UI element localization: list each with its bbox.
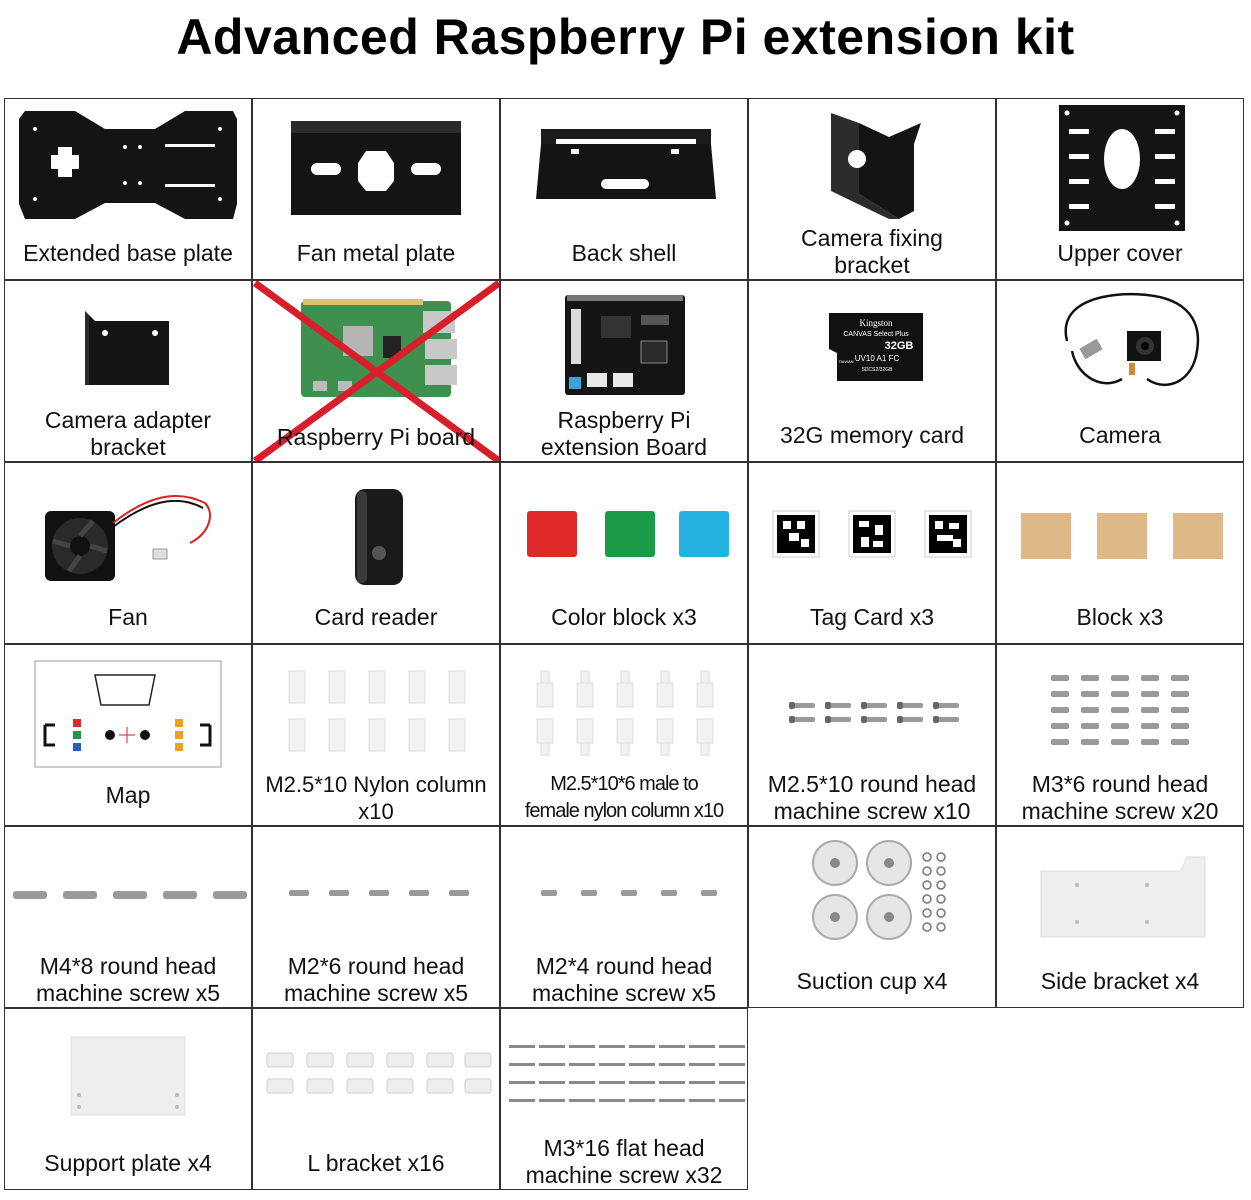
part-label: Camera adapter bracket (44, 407, 212, 460)
card-reader-icon (355, 489, 403, 585)
part-flat-screw: M3*16 flat head machine screw x32 (500, 1008, 748, 1190)
screw-icon (289, 890, 469, 896)
part-back-shell: Back shell (500, 98, 748, 280)
card-capacity: 32GB (885, 340, 914, 352)
part-tag-card: Tag Card x3 (748, 462, 996, 644)
screw-icon (541, 890, 717, 896)
screw-icon (789, 702, 959, 723)
part-support-plate: Support plate x4 (4, 1008, 252, 1190)
part-label: M2.5*10 Nylon column x10 (265, 772, 487, 824)
card-speed: UV10 A1 FC (855, 354, 900, 363)
flat-screw-icon (509, 1045, 745, 1102)
part-m4-screw: M4*8 round head machine screw x5 (4, 826, 252, 1008)
part-label: Suction cup x4 (796, 968, 948, 994)
part-label: M2*4 round head machine screw x5 (531, 953, 717, 1006)
map-icon (34, 660, 222, 768)
part-label: Upper cover (1057, 240, 1183, 266)
extension-board-icon (565, 295, 685, 395)
part-m2x4-screw: M2*4 round head machine screw x5 (500, 826, 748, 1008)
back-shell-icon (536, 129, 716, 199)
part-label: Map (105, 782, 151, 808)
part-label: L bracket x16 (307, 1150, 445, 1176)
part-label: M2.5*10 round head machine screw x10 (767, 771, 977, 824)
part-camera-adapter-bracket: Camera adapter bracket (4, 280, 252, 462)
camera-icon (1064, 292, 1200, 387)
part-label: Back shell (571, 240, 677, 266)
side-bracket-icon (1040, 856, 1206, 938)
nylon-column-icon (288, 670, 466, 752)
part-label: Block x3 (1076, 604, 1164, 630)
page-title: Advanced Raspberry Pi extension kit (176, 9, 1075, 65)
part-suction-cup: Suction cup x4 (748, 826, 996, 1008)
part-memory-card: Kingston CANVAS Select Plus 32GB UV10 A1… (748, 280, 996, 462)
tag-card-icon (772, 510, 972, 558)
part-label: M2.5*10*6 male to female nylon column x1… (524, 773, 724, 822)
raspberry-pi-board-icon (253, 281, 499, 461)
part-label: M3*16 flat head machine screw x32 (525, 1135, 723, 1188)
part-card-reader: Card reader (252, 462, 500, 644)
card-brand: Kingston (859, 318, 893, 328)
adapter-bracket-icon (85, 311, 169, 385)
part-m25-screw: M2.5*10 round head machine screw x10 (748, 644, 996, 826)
part-label: M4*8 round head machine screw x5 (35, 953, 221, 1006)
part-label: M3*6 round head machine screw x20 (1021, 771, 1219, 824)
camera-bracket-icon (831, 113, 921, 219)
part-fan-metal-plate: Fan metal plate (252, 98, 500, 280)
part-label: Fan (108, 604, 148, 630)
card-origin: TAIWAN (838, 359, 853, 364)
part-m3-screw: M3*6 round head machine screw x20 (996, 644, 1244, 826)
base-plate-icon (19, 111, 237, 219)
screw-icon (13, 891, 247, 899)
part-nylon-column: M2.5*10 Nylon column x10 (252, 644, 500, 826)
part-label: Card reader (314, 604, 438, 630)
part-label: Raspberry Pi extension Board (540, 407, 708, 460)
part-raspberry-pi-extension-board: Raspberry Pi extension Board (500, 280, 748, 462)
parts-grid: Extended base plate Fan metal plate Back… (4, 98, 1246, 1190)
part-fan: Fan (4, 462, 252, 644)
part-camera: Camera (996, 280, 1244, 462)
part-raspberry-pi-board: Raspberry Pi board (252, 280, 500, 462)
l-bracket-icon (266, 1052, 492, 1094)
part-label: Fan metal plate (296, 240, 456, 266)
part-extended-base-plate: Extended base plate (4, 98, 252, 280)
memory-card-icon: Kingston CANVAS Select Plus 32GB UV10 A1… (829, 313, 923, 381)
part-color-block: Color block x3 (500, 462, 748, 644)
part-label: Side bracket x4 (1040, 968, 1200, 994)
part-label: Color block x3 (551, 604, 697, 630)
part-label: Camera (1079, 422, 1161, 448)
screw-icon (1051, 675, 1189, 745)
part-label: Support plate x4 (44, 1150, 212, 1176)
male-female-column-icon (536, 670, 714, 756)
fan-plate-icon (291, 121, 461, 215)
part-map: Map (4, 644, 252, 826)
color-block-icon (527, 511, 729, 557)
part-label: 32G memory card (779, 422, 965, 448)
part-side-bracket: Side bracket x4 (996, 826, 1244, 1008)
support-plate-icon (70, 1036, 186, 1116)
part-label: Extended base plate (23, 240, 233, 266)
part-label: Camera fixing bracket (801, 225, 943, 278)
part-l-bracket: L bracket x16 (252, 1008, 500, 1190)
suction-cup-icon (812, 840, 946, 940)
part-m2x6-screw: M2*6 round head machine screw x5 (252, 826, 500, 1008)
card-sku: SDCS2/32GB (862, 367, 894, 373)
part-male-female-column: M2.5*10*6 male to female nylon column x1… (500, 644, 748, 826)
block-icon (1021, 513, 1223, 559)
card-model: CANVAS Select Plus (843, 331, 909, 338)
fan-icon (45, 495, 211, 581)
upper-cover-icon (1059, 105, 1185, 231)
part-label: Tag Card x3 (809, 604, 934, 630)
part-block: Block x3 (996, 462, 1244, 644)
part-label: M2*6 round head machine screw x5 (283, 953, 469, 1006)
part-camera-fixing-bracket: Camera fixing bracket (748, 98, 996, 280)
part-upper-cover: Upper cover (996, 98, 1244, 280)
part-label: Raspberry Pi board (276, 424, 476, 450)
